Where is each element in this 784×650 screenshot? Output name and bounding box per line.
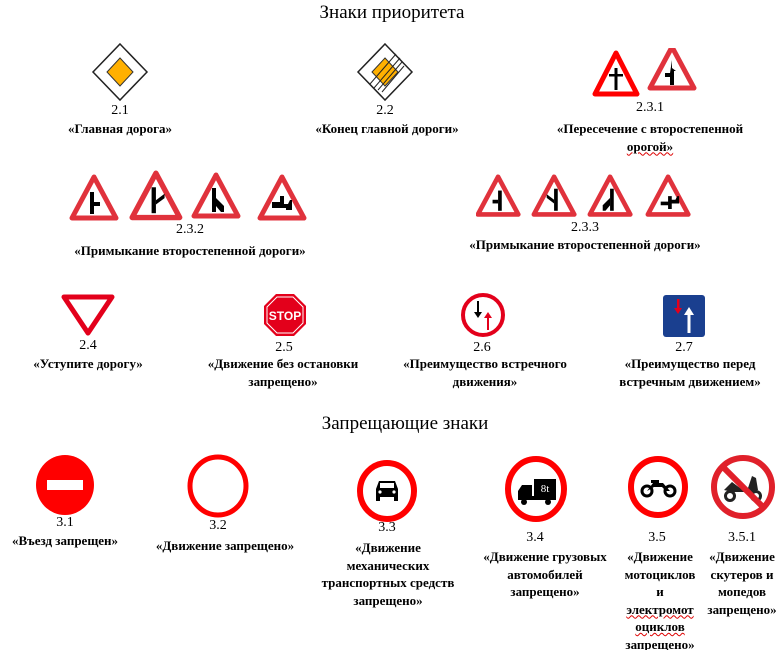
sign-code: 2.2 <box>376 103 394 118</box>
sign-code: 2.5 <box>275 340 293 355</box>
adjoining-secondary-road-signs-icon <box>476 174 696 222</box>
sign-caption: «Примыкание второстепенной дороги» <box>74 243 306 258</box>
svg-text:8t: 8t <box>541 483 550 495</box>
sign-caption: «Въезд запрещен» <box>11 533 119 548</box>
sign-caption: «Примыкание второстепенной дороги» <box>469 237 701 252</box>
sign-code: 2.7 <box>675 340 693 355</box>
oncoming-priority-sign-icon <box>461 293 505 337</box>
no-motorcycles-sign-icon <box>628 456 688 518</box>
sign-code: 3.5 <box>648 530 666 545</box>
sign-caption: «Конец главной дороги» <box>315 121 459 136</box>
no-scooters-sign-icon <box>711 455 775 519</box>
sign-caption: «Главная дорога» <box>67 121 173 136</box>
yield-sign-icon <box>61 294 115 336</box>
no-motor-vehicles-sign-icon <box>357 460 417 522</box>
no-trucks-sign-icon: 8t <box>505 456 567 522</box>
sign-code: 2.3.1 <box>636 100 664 115</box>
sign-code: 3.1 <box>56 515 74 530</box>
sign-code: 3.5.1 <box>728 530 756 545</box>
sign-code: 2.1 <box>111 103 129 118</box>
sign-caption: «Движение запрещено» <box>155 538 295 553</box>
sign-code: 2.3.3 <box>571 220 599 235</box>
sign-caption: «Уступите дорогу» <box>33 356 143 371</box>
priority-over-oncoming-sign-icon <box>663 295 705 337</box>
main-road-sign-icon <box>91 42 149 102</box>
crossroad-secondary-signs-icon <box>592 48 700 97</box>
svg-text:STOP: STOP <box>269 309 301 323</box>
stop-sign-icon: STOP <box>264 294 306 336</box>
no-traffic-sign-icon <box>187 454 249 518</box>
sign-code: 3.2 <box>209 518 227 533</box>
sign-code: 3.4 <box>526 530 544 545</box>
no-entry-sign-icon <box>36 455 94 515</box>
end-main-road-sign-icon <box>356 42 414 102</box>
sign-code: 2.4 <box>79 338 97 353</box>
sign-code: 3.3 <box>378 520 396 535</box>
adjoining-secondary-road-signs-icon <box>68 170 314 222</box>
sign-code: 2.3.2 <box>176 222 204 237</box>
section-title-priority: Знаки приоритета <box>319 2 465 23</box>
section-title-prohibitory: Запрещающие знаки <box>321 413 489 434</box>
sign-code: 2.6 <box>473 340 491 355</box>
